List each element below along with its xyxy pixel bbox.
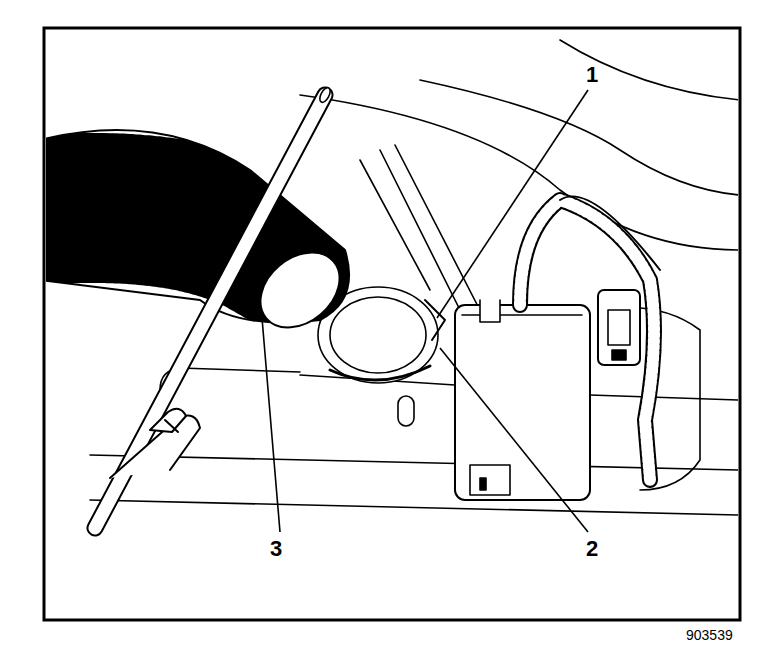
pipe-fill [95, 95, 325, 528]
connector-latch [612, 350, 626, 360]
body-panel-line [300, 95, 738, 250]
connector-plug [598, 290, 640, 365]
wire [560, 196, 660, 270]
outlet-ring [330, 297, 426, 373]
slot-hole [398, 396, 414, 426]
figure-number: 903539 [686, 628, 733, 642]
pipe [95, 95, 325, 528]
connector-plug [608, 310, 630, 345]
frame [44, 28, 740, 620]
pipe-clip [150, 409, 186, 432]
callout-number: 3 [270, 538, 282, 560]
module-tab [480, 478, 486, 490]
clip-screw [165, 420, 178, 432]
wire-harness-ribs [520, 200, 654, 480]
pipe-end [318, 86, 333, 104]
floor-line [90, 500, 738, 515]
body-panel-line [420, 80, 738, 195]
module-tab [480, 300, 500, 322]
leader-line [440, 348, 588, 532]
callout-number: 2 [586, 538, 598, 560]
wire-harness [520, 200, 654, 480]
control-module [455, 305, 590, 500]
clamp [330, 366, 430, 380]
module-tab [470, 465, 510, 495]
frame-rail [590, 395, 738, 400]
leader-line [437, 90, 588, 318]
clamp-tab [425, 300, 445, 340]
brace-line [360, 160, 430, 290]
leader-line [262, 318, 280, 532]
callout-number: 1 [586, 64, 598, 86]
